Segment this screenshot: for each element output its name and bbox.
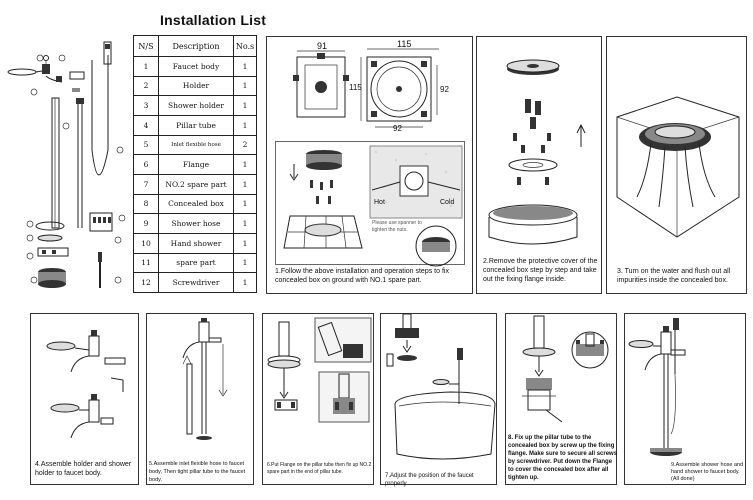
step-4-panel: 4.Assemble holder and shower holder to f… (30, 313, 139, 485)
dim-115-top: 115 (397, 39, 412, 49)
page-title: Installation List (160, 12, 267, 28)
step-9-panel: 9.Assemble shower hose and hand shower t… (624, 313, 746, 485)
row-qty: 2 (233, 134, 257, 156)
row-qty: 1 (233, 252, 257, 274)
row-ns: 5 (133, 134, 159, 156)
step-7-panel: 7.Adjust the position of the faucet prop… (380, 313, 497, 487)
fix-pillar-tube-drawing (522, 315, 609, 423)
step-8-panel: 8. Fix up the pillar tube to the conceal… (505, 313, 617, 485)
dim-115-side: 115 (349, 83, 362, 92)
row-ns: 12 (133, 272, 159, 293)
dim-92-bottom: 92 (393, 124, 402, 133)
row-ns: 3 (133, 95, 159, 116)
row-description: Shower hose (158, 213, 234, 234)
box-floor-install-drawing (283, 145, 463, 267)
dim-91: 91 (317, 41, 328, 51)
step-1-detail-box: Hot Cold Please use spanner to tighten t… (275, 141, 465, 267)
header-quantity: No.s (233, 35, 257, 57)
step-3-caption: 3. Turn on the water and flush out all i… (617, 268, 731, 284)
step-1-panel: 91 115 115 92 92 (266, 36, 473, 294)
hot-label: Hot (374, 199, 385, 206)
row-qty: 1 (233, 272, 257, 293)
step-2-panel: 2.Remove the protective cover of the con… (476, 36, 602, 294)
row-ns: 2 (133, 75, 159, 97)
flange-spare-part-drawing (267, 317, 372, 423)
row-description: spare part (158, 252, 234, 274)
parts-exploded-view (7, 41, 126, 288)
row-ns: 4 (133, 114, 159, 136)
row-qty: 1 (233, 213, 257, 234)
row-description: NO.2 spare part (158, 173, 234, 195)
row-qty: 1 (233, 193, 257, 215)
row-qty: 1 (233, 56, 257, 77)
concealed-box-dimension-drawing (293, 48, 439, 128)
row-ns: 7 (133, 173, 159, 195)
row-description: Screwdriver (158, 272, 234, 293)
row-qty: 1 (233, 154, 257, 175)
assemble-holder-drawing (46, 330, 126, 439)
table-header-row: N/S Description No.s (133, 35, 257, 57)
step-4-caption: 4.Assemble holder and shower holder to f… (35, 461, 132, 477)
step-3-panel: 3. Turn on the water and flush out all i… (606, 36, 747, 294)
step-2-caption: 2.Remove the protective cover of the con… (483, 258, 598, 283)
dim-92-side: 92 (440, 85, 449, 94)
step-9-caption: 9.Assemble shower hose and hand shower t… (671, 462, 744, 482)
spanner-note: Please use spanner to tighten the nuts. (372, 220, 422, 233)
adjust-faucet-drawing (386, 313, 496, 460)
row-ns: 9 (133, 213, 159, 234)
row-qty: 1 (233, 114, 257, 136)
row-description: Faucet body (158, 56, 234, 77)
row-qty: 1 (233, 173, 257, 195)
step-6-panel: 6.Put Flange on the pillar tube then fix… (262, 313, 374, 485)
row-qty: 1 (233, 232, 257, 254)
row-ns: 8 (133, 193, 159, 215)
assembly-complete-drawing (628, 318, 686, 456)
row-description: Pillar tube (158, 114, 234, 136)
step-6-caption: 6.Put Flange on the pillar tube then fix… (267, 462, 372, 475)
row-description: Flange (158, 154, 234, 175)
row-qty: 1 (233, 75, 257, 97)
row-description: Inlet flexible hose (158, 134, 234, 156)
row-ns: 10 (133, 232, 159, 254)
step-1-caption: 1.Follow the above installation and oper… (275, 268, 449, 284)
row-description: Hand shower (158, 232, 234, 254)
assemble-hose-drawing (182, 318, 228, 440)
row-description: Holder (158, 75, 234, 97)
remove-cover-drawing (488, 59, 586, 245)
step-7-caption: 7.Adjust the position of the faucet prop… (385, 473, 474, 487)
row-ns: 6 (133, 154, 159, 175)
cold-label: Cold (440, 199, 455, 206)
row-ns: 1 (133, 56, 159, 77)
step-8-caption: 8. Fix up the pillar tube to the conceal… (508, 435, 618, 481)
row-description: Concealed box (158, 193, 234, 215)
header-ns: N/S (133, 35, 159, 57)
flush-impurities-drawing (616, 96, 740, 238)
step-5-panel: 5.Assemble inlet flexible hose to faucet… (146, 313, 254, 485)
header-description: Description (158, 35, 234, 57)
row-qty: 1 (233, 95, 257, 116)
row-ns: 11 (133, 252, 159, 274)
step-5-caption: 5.Assemble inlet flexible hose to faucet… (149, 461, 246, 483)
row-description: Shower holder (158, 95, 234, 116)
